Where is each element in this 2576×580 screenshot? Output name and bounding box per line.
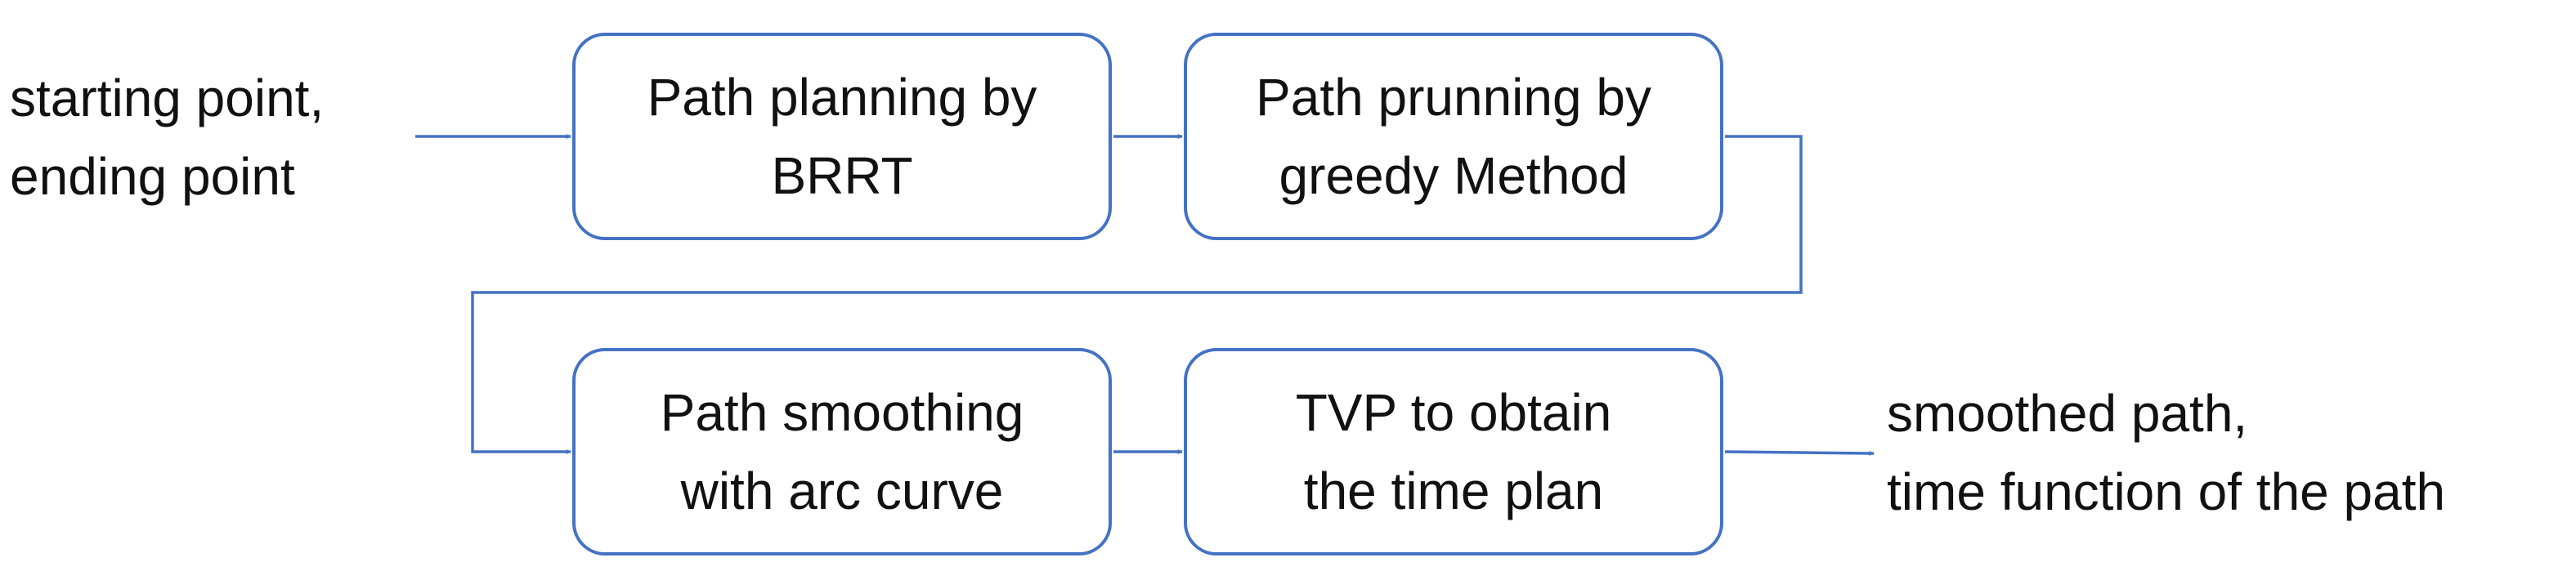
input-label: starting point, ending point — [10, 59, 324, 216]
step-3-line-1: Path smoothing — [660, 383, 1024, 442]
output-label-line-1: smoothed path, — [1887, 384, 2248, 443]
step-1-line-2: BRRT — [771, 146, 913, 205]
step-3-line-2: with arc curve — [680, 462, 1004, 520]
step-2-line-1: Path prunning by — [1256, 68, 1651, 127]
step-path-planning: Path planning by BRRT — [572, 33, 1112, 240]
step-1-line-1: Path planning by — [647, 68, 1037, 127]
output-label: smoothed path, time function of the path — [1887, 374, 2445, 531]
step-tvp-time-plan: TVP to obtain the time plan — [1184, 348, 1723, 555]
step-4-line-2: the time plan — [1303, 462, 1604, 520]
output-label-line-2: time function of the path — [1887, 462, 2446, 521]
step-path-pruning: Path prunning by greedy Method — [1184, 33, 1723, 240]
step-2-line-2: greedy Method — [1279, 146, 1628, 205]
input-label-line-1: starting point, — [10, 69, 325, 127]
step-path-smoothing: Path smoothing with arc curve — [572, 348, 1112, 555]
arrow-tvp-to-output — [1724, 450, 1875, 456]
step-4-line-1: TVP to obtain — [1295, 383, 1612, 442]
input-label-line-2: ending point — [10, 147, 295, 206]
arrow-pruning-to-smoothing — [471, 135, 1803, 454]
